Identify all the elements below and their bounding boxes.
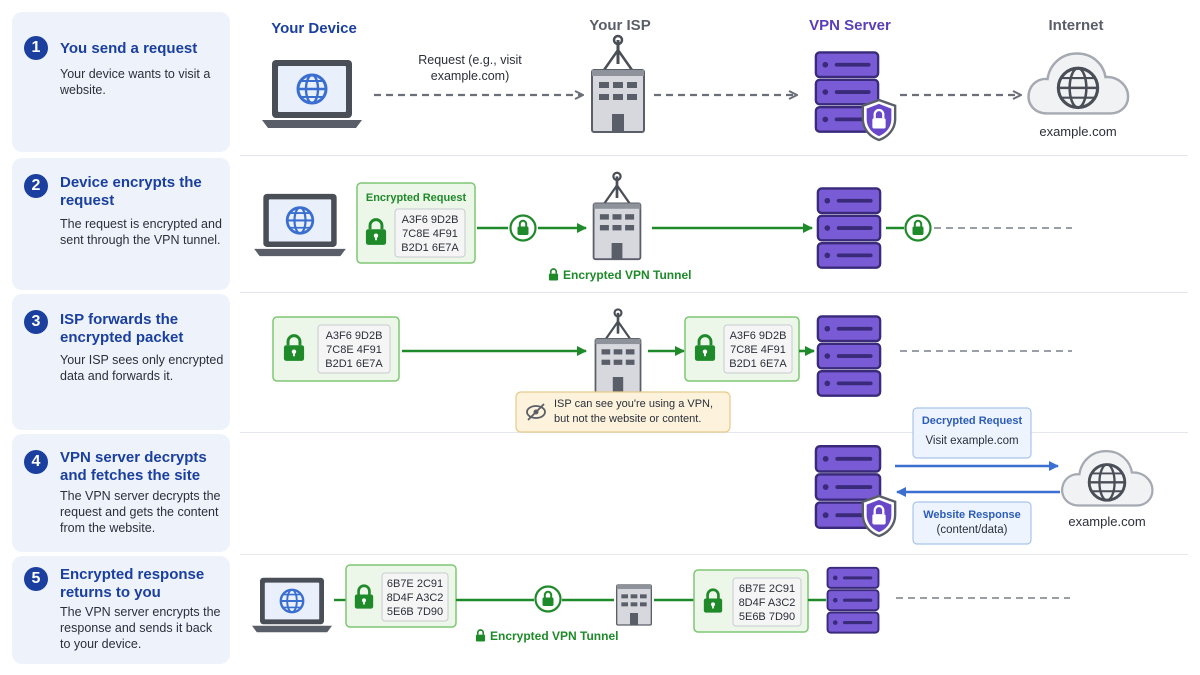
lock-icon bbox=[548, 268, 559, 281]
step-card-2: 2 Device encrypts the request The reques… bbox=[12, 158, 230, 290]
cipher-text: 6B7E 2C91 8D4F A3C2 5E6B 7D90 bbox=[733, 582, 801, 624]
cipher-line: 7C8E 4F91 bbox=[326, 344, 382, 356]
cipher-line: A3F6 9D2B bbox=[729, 330, 787, 342]
column-label-isp: Your ISP bbox=[589, 17, 651, 34]
step-card-3: 3 ISP forwards the encrypted packet Your… bbox=[12, 294, 230, 430]
isp-building-icon bbox=[592, 171, 642, 261]
tunnel-label: Encrypted VPN Tunnel bbox=[563, 268, 692, 282]
site-label: example.com bbox=[1068, 514, 1146, 529]
cipher-line: B2D1 6E7A bbox=[729, 358, 787, 370]
step-title: Encrypted response returns to you bbox=[60, 566, 205, 601]
step-description: Your device wants to visit a website. bbox=[60, 67, 211, 97]
column-label-internet: Internet bbox=[1048, 17, 1104, 34]
step-card-1: 1 You send a request Your device wants t… bbox=[12, 12, 230, 152]
step-card-5: 5 Encrypted response returns to you The … bbox=[12, 556, 230, 664]
cipher-text: A3F6 9D2B 7C8E 4F91 B2D1 6E7A bbox=[724, 329, 792, 371]
cipher-line: 5E6B 7D90 bbox=[738, 611, 796, 623]
cipher-line: B2D1 6E7A bbox=[401, 242, 459, 254]
decrypted-request-box bbox=[912, 407, 1032, 459]
laptop-icon bbox=[252, 576, 332, 634]
step-title: VPN server decrypts and fetches the site bbox=[60, 449, 207, 484]
website-response-title: Website Response bbox=[923, 509, 1021, 521]
decrypted-request-body: Visit example.com bbox=[925, 435, 1019, 447]
isp-note-text: ISP can see you're using a VPN, but not … bbox=[554, 397, 726, 427]
cipher-text: A3F6 9D2B 7C8E 4F91 B2D1 6E7A bbox=[395, 213, 465, 255]
request-label-line-2: example.com) bbox=[430, 69, 510, 83]
step-number: 2 bbox=[24, 174, 48, 198]
isp-note-line-2: but not the website or content. bbox=[554, 413, 702, 425]
cipher-line: 8D4F A3C2 bbox=[738, 597, 796, 609]
shield-lock-icon bbox=[861, 98, 897, 142]
cipher-line: 7C8E 4F91 bbox=[730, 344, 786, 356]
isp-visibility-note bbox=[515, 391, 731, 433]
cipher-text: A3F6 9D2B 7C8E 4F91 B2D1 6E7A bbox=[318, 329, 390, 371]
website-response-box bbox=[912, 501, 1032, 545]
step-number: 3 bbox=[24, 310, 48, 334]
cipher-line: 6B7E 2C91 bbox=[386, 578, 444, 590]
row-5 bbox=[252, 564, 1070, 642]
row-divider bbox=[240, 155, 1188, 156]
cipher-line: 8D4F A3C2 bbox=[386, 592, 444, 604]
laptop-icon bbox=[262, 58, 362, 130]
column-label-device: Your Device bbox=[271, 20, 357, 37]
cipher-text-box bbox=[381, 572, 449, 622]
website-response-body: (content/data) bbox=[936, 524, 1008, 536]
cipher-text-box bbox=[732, 577, 802, 627]
laptop-icon bbox=[254, 192, 346, 258]
isp-building-icon bbox=[590, 34, 646, 134]
step-title: ISP forwards the encrypted packet bbox=[60, 311, 184, 346]
request-label: Request (e.g., visit example.com) bbox=[400, 52, 540, 84]
lock-circle-icon bbox=[904, 214, 932, 242]
tunnel-label: Encrypted VPN Tunnel bbox=[490, 629, 619, 643]
step-description: Your ISP sees only encrypted data and fo… bbox=[60, 353, 224, 383]
row-1 bbox=[262, 34, 1130, 142]
cipher-text-box bbox=[394, 208, 466, 258]
lock-circle-icon bbox=[509, 214, 537, 242]
internet-cloud-icon bbox=[1060, 449, 1154, 507]
column-label-vpn: VPN Server bbox=[809, 17, 891, 34]
lock-icon bbox=[475, 629, 486, 642]
step-description: The VPN server encrypts the response and… bbox=[60, 605, 221, 651]
row-3 bbox=[272, 308, 1072, 433]
cipher-text-box bbox=[317, 324, 391, 374]
cipher-text: 6B7E 2C91 8D4F A3C2 5E6B 7D90 bbox=[382, 577, 448, 619]
site-label: example.com bbox=[1039, 124, 1117, 139]
request-label-line-1: Request (e.g., visit bbox=[418, 53, 522, 67]
cipher-line: A3F6 9D2B bbox=[401, 214, 459, 226]
isp-building-icon bbox=[615, 584, 653, 626]
shield-lock-icon bbox=[861, 494, 897, 538]
row-divider bbox=[240, 554, 1188, 555]
vpn-server-icon bbox=[816, 187, 882, 269]
cipher-text-box bbox=[723, 324, 793, 374]
step-number: 1 bbox=[24, 36, 48, 60]
internet-cloud-icon bbox=[1026, 51, 1130, 116]
isp-building-icon bbox=[594, 308, 642, 394]
cipher-line: 6B7E 2C91 bbox=[738, 583, 796, 595]
cipher-line: A3F6 9D2B bbox=[325, 330, 383, 342]
step-number: 5 bbox=[24, 567, 48, 591]
row-2 bbox=[254, 171, 1072, 281]
cipher-line: B2D1 6E7A bbox=[325, 358, 383, 370]
encrypted-request-title: Encrypted Request bbox=[365, 192, 467, 204]
isp-note-line-1: ISP can see you're using a VPN, bbox=[554, 398, 714, 410]
step-title: You send a request bbox=[60, 40, 198, 57]
vpn-server-icon bbox=[826, 566, 880, 634]
cipher-line: 5E6B 7D90 bbox=[386, 606, 444, 618]
row-divider bbox=[240, 292, 1188, 293]
step-description: The VPN server decrypts the request and … bbox=[60, 489, 221, 535]
cipher-line: 7C8E 4F91 bbox=[402, 228, 458, 240]
eye-slash-icon bbox=[526, 403, 546, 421]
vpn-server-icon bbox=[816, 315, 882, 397]
step-description: The request is encrypted and sent throug… bbox=[60, 217, 222, 247]
lock-circle-icon bbox=[534, 585, 562, 613]
step-card-4: 4 VPN server decrypts and fetches the si… bbox=[12, 434, 230, 552]
step-number: 4 bbox=[24, 450, 48, 474]
row-4 bbox=[814, 407, 1154, 545]
step-title: Device encrypts the request bbox=[60, 174, 202, 209]
decrypted-request-title: Decrypted Request bbox=[921, 415, 1023, 427]
